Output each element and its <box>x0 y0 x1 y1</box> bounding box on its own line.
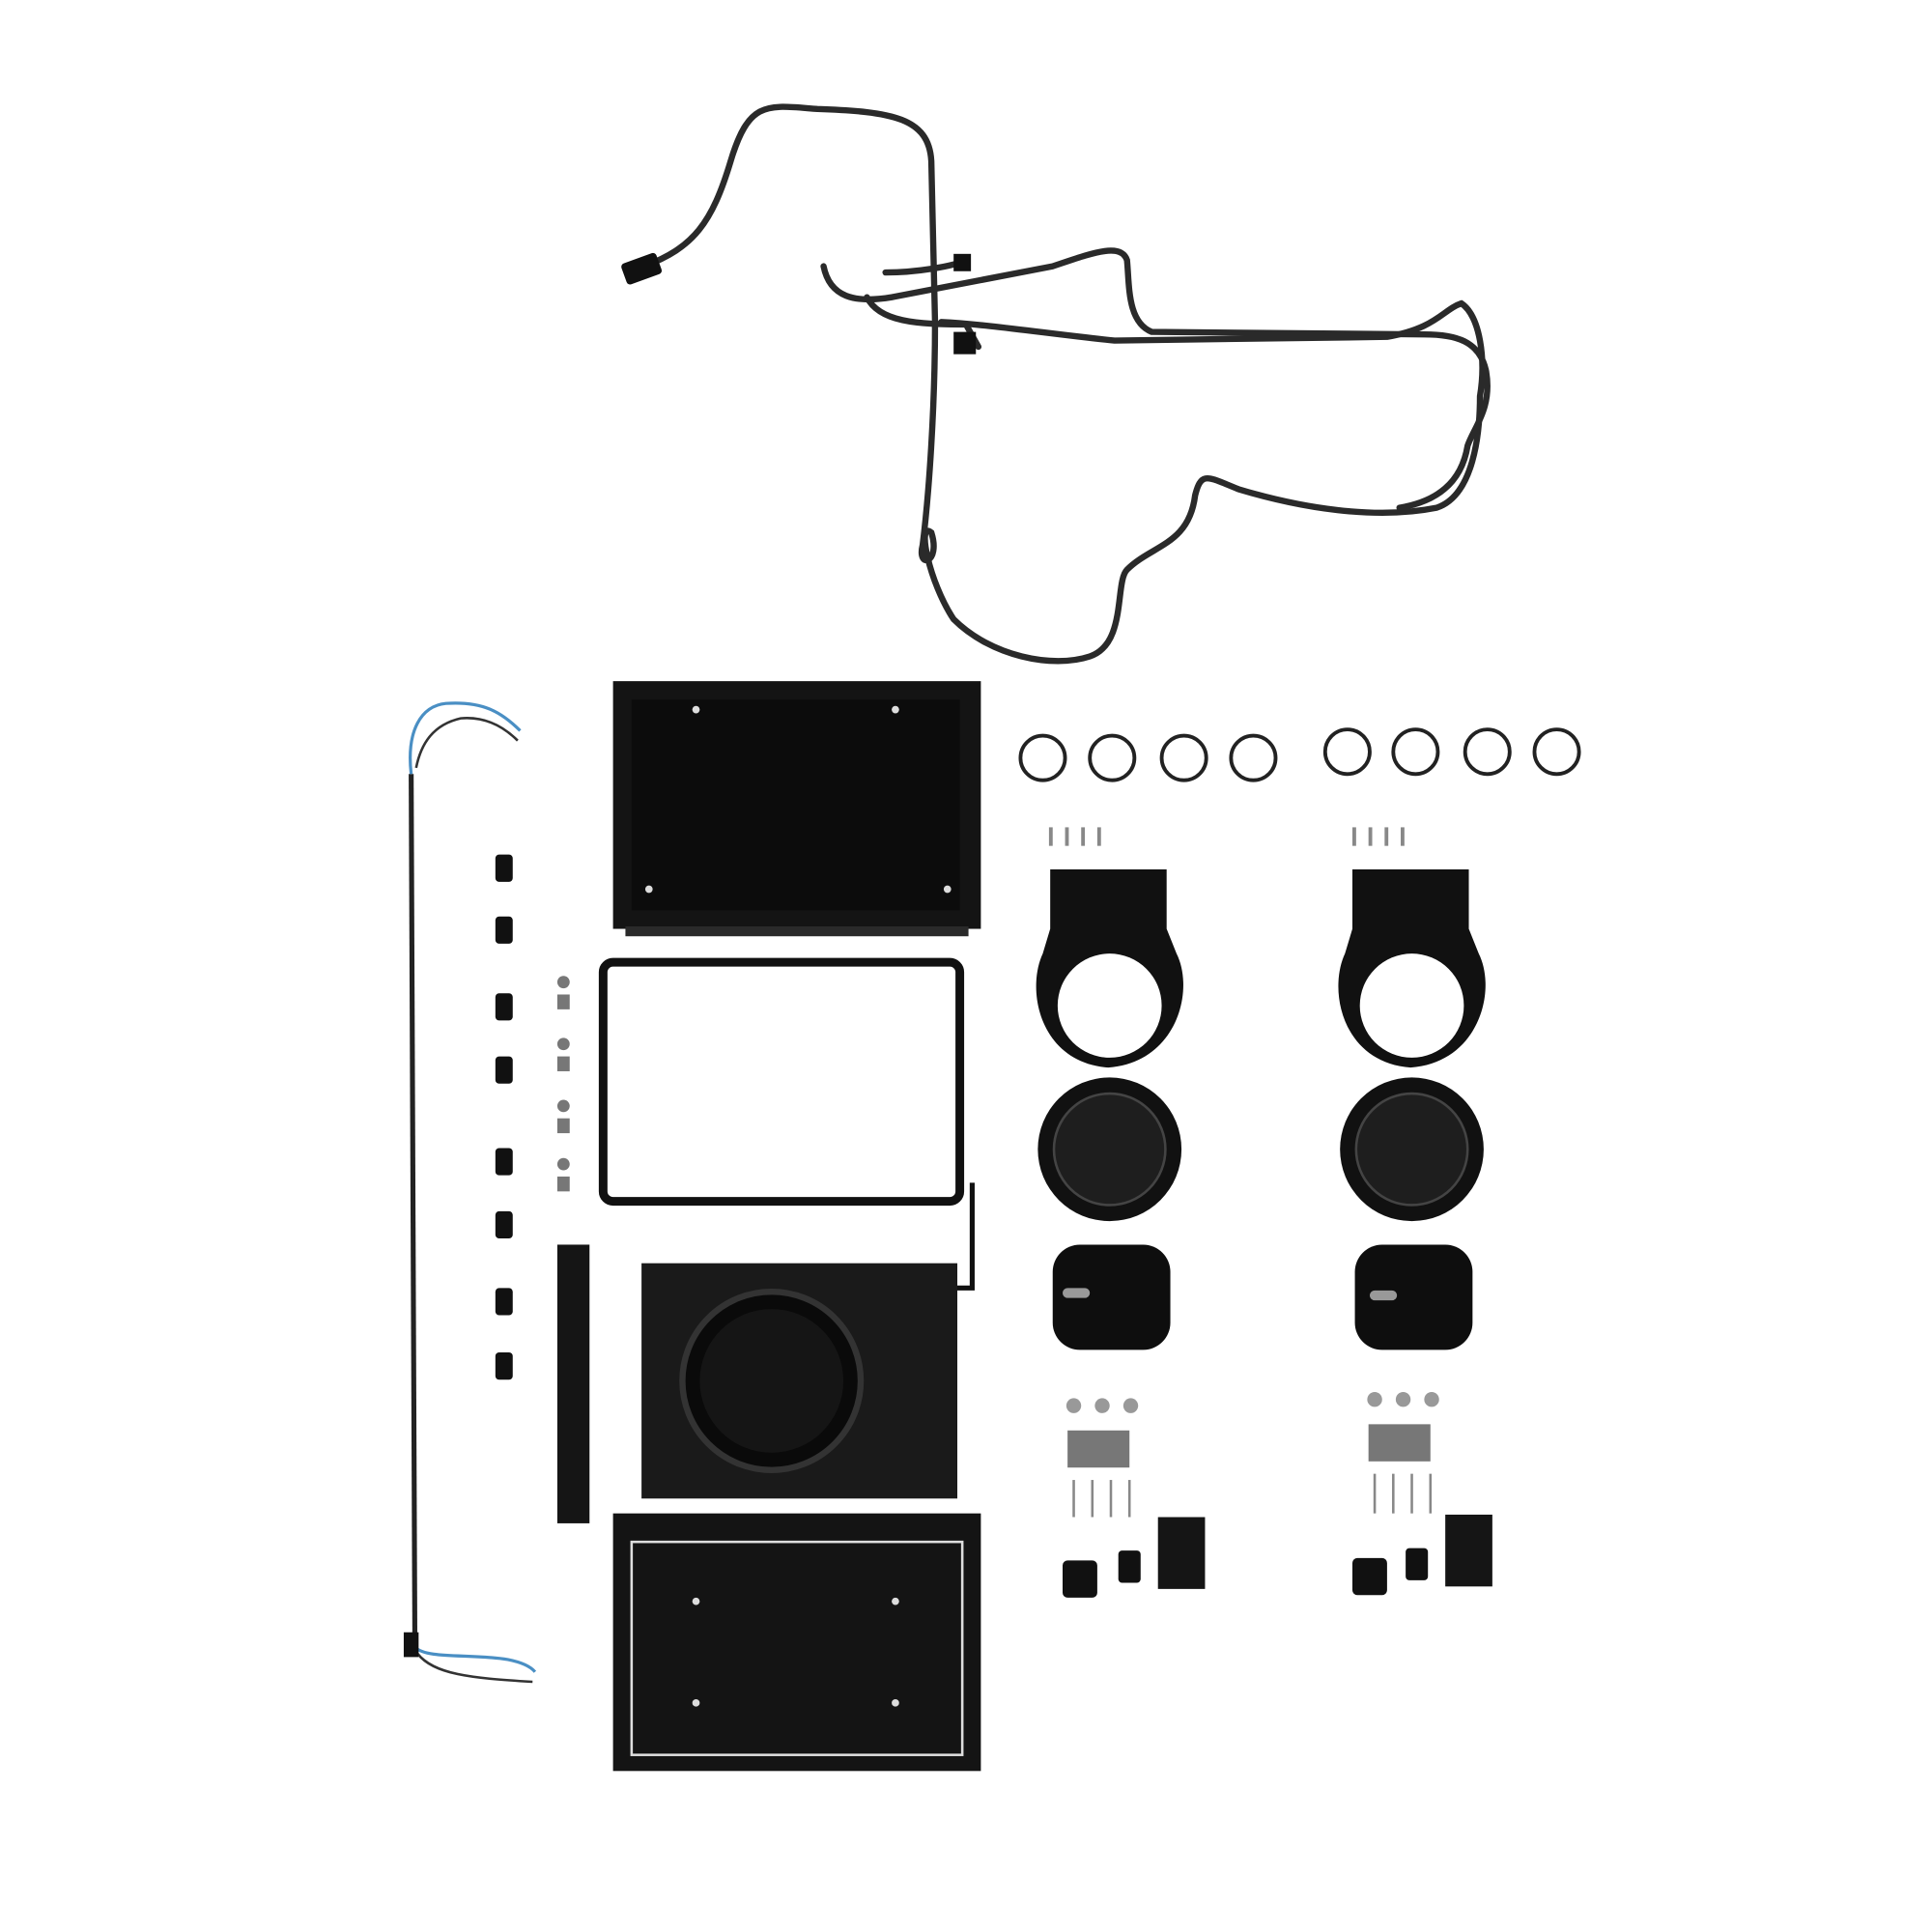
wire-clips <box>495 854 513 1380</box>
harness-connector-2 <box>953 253 972 271</box>
trim-frame <box>598 957 965 1207</box>
wiring-harness <box>640 103 1491 665</box>
long-speaker-wire <box>403 701 537 1684</box>
enclosure-box <box>612 681 981 937</box>
side-panel-strip <box>556 1244 590 1523</box>
zip-ties <box>1018 727 1581 782</box>
frame-cable <box>953 1182 975 1291</box>
screws-and-nuts-left <box>556 976 570 1192</box>
harness-connector <box>621 252 663 285</box>
speaker-assembly-left <box>1036 827 1206 1598</box>
speaker-assembly-right <box>1338 827 1492 1596</box>
subwoofer-enclosure <box>641 1263 958 1499</box>
harness-fuse-holder <box>953 331 977 355</box>
bottom-panel <box>612 1513 981 1772</box>
